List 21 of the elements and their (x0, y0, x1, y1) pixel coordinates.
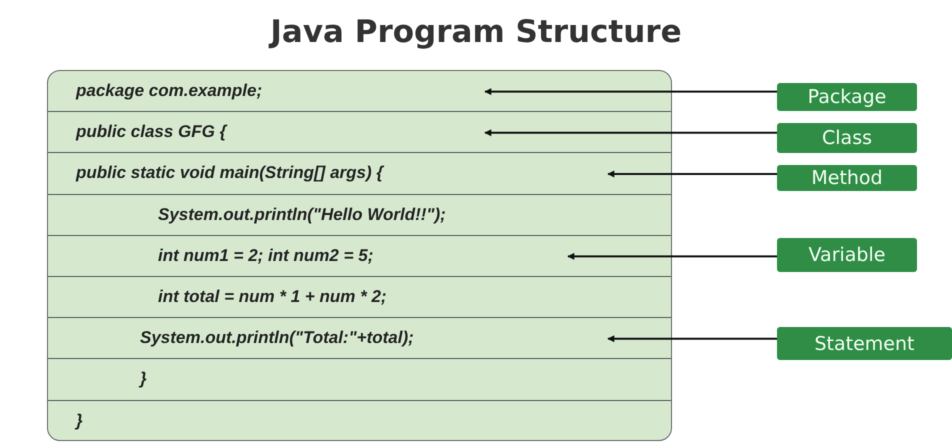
code-line: int num1 = 2; int num2 = 5; (48, 236, 671, 277)
category-label: Statement (777, 327, 952, 360)
code-line: public static void main(String[] args) { (48, 153, 671, 195)
category-label: Variable (777, 238, 917, 272)
code-line: public class GFG { (48, 112, 671, 154)
code-line: int total = num * 1 + num * 2; (48, 277, 671, 318)
arrow (607, 170, 777, 178)
title: Java Program Structure (268, 14, 683, 50)
category-label: Class (777, 123, 917, 153)
arrow (484, 129, 777, 136)
code-line: System.out.println("Total:"+total); (48, 318, 671, 360)
code-line: System.out.println("Hello World!!"); (48, 194, 671, 236)
arrow (567, 252, 777, 260)
code-line: } (48, 359, 671, 401)
arrow (484, 88, 777, 96)
arrow (607, 335, 777, 342)
category-label: Method (777, 165, 917, 191)
code-panel (47, 70, 672, 441)
category-label: Package (777, 83, 917, 111)
code-line: package com.example; (48, 71, 671, 112)
code-line: } (48, 400, 671, 442)
